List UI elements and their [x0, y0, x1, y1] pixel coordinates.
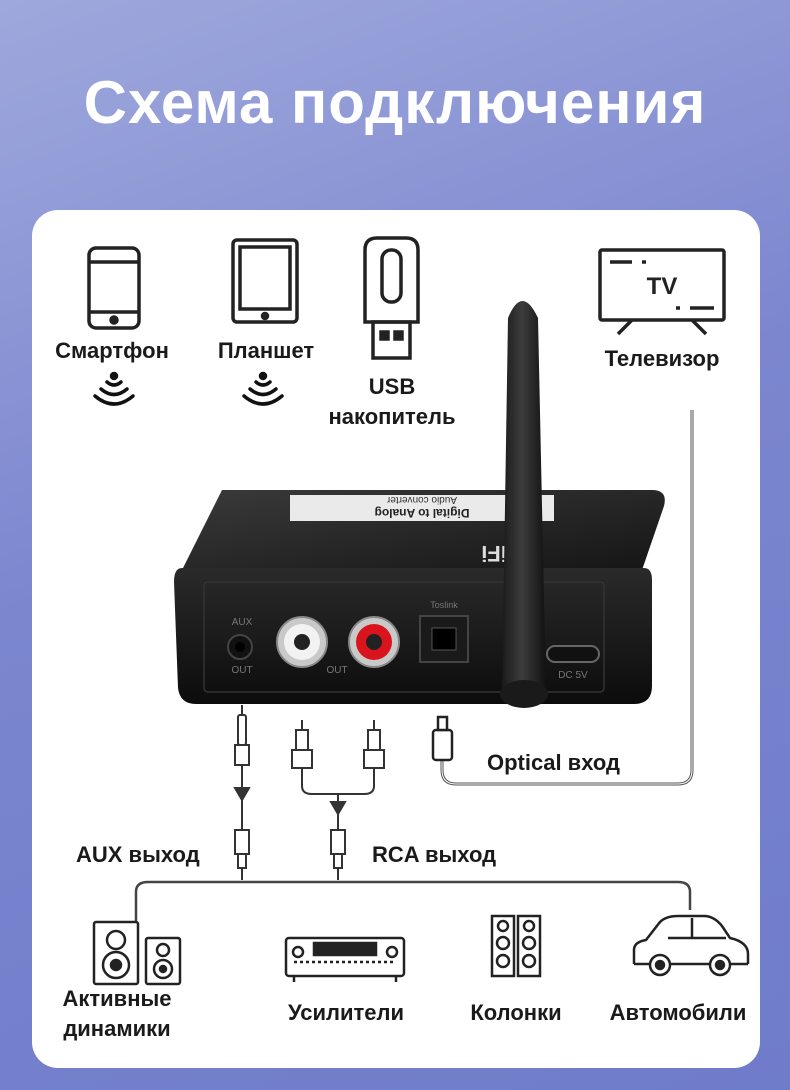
rca-output-label: RCA выход [372, 842, 497, 867]
tv-label: Телевизор [604, 346, 720, 371]
aux-cable [233, 705, 251, 880]
antenna [502, 301, 546, 702]
wireless-signal-icon [93, 371, 135, 406]
device-top-sublabel: Audio converter [386, 494, 457, 505]
dac-converter-device: Digital to Analog Audio converter HiFi A… [174, 301, 665, 708]
usb-drive-icon [363, 236, 420, 360]
car-icon [632, 914, 750, 977]
speakers-label: Колонки [470, 1000, 562, 1025]
usb-label-line2: накопитель [328, 404, 456, 429]
diagram-canvas: TV Digital to A [87, 236, 750, 986]
tablet-label: Планшет [217, 338, 315, 363]
wireless-signal-icon [242, 371, 284, 406]
tablet-icon [231, 238, 299, 324]
rca-red-jack [348, 616, 400, 668]
cars-label: Автомобили [609, 1000, 747, 1025]
rca-white-jack [276, 616, 328, 668]
rca-cable [291, 720, 385, 880]
smartphone-icon [87, 246, 141, 330]
output-bracket [134, 880, 692, 922]
aux-output-label: AUX выход [76, 842, 200, 867]
toslink-port [419, 615, 469, 663]
amplifier-icon [284, 936, 406, 982]
port-aux-out-label: OUT [231, 665, 252, 676]
port-toslink-label: Toslink [430, 600, 458, 610]
optical-plug [431, 715, 454, 762]
tv-screen-text: TV [647, 273, 678, 300]
amplifiers-label: Усилители [287, 1000, 405, 1025]
diagram-card: TV Digital to A [32, 210, 760, 1068]
page-title: Схема подключения [83, 69, 707, 136]
device-top-label: Digital to Analog [375, 506, 470, 520]
active-speakers-label-line1: Активные [62, 986, 172, 1011]
port-dc-label: DC 5V [558, 670, 588, 681]
active-speakers-icon [92, 920, 182, 986]
smartphone-label: Смартфон [55, 338, 169, 363]
dc-power-port [546, 645, 600, 663]
speakers-icon [490, 914, 542, 978]
port-aux-label: AUX [232, 617, 253, 628]
active-speakers-label-line2: динамики [63, 1016, 171, 1041]
optical-input-label: Optical вход [487, 750, 621, 775]
usb-label-line1: USB [368, 374, 416, 399]
port-rca-out-label: OUT [326, 665, 347, 676]
tv-icon [598, 248, 726, 336]
